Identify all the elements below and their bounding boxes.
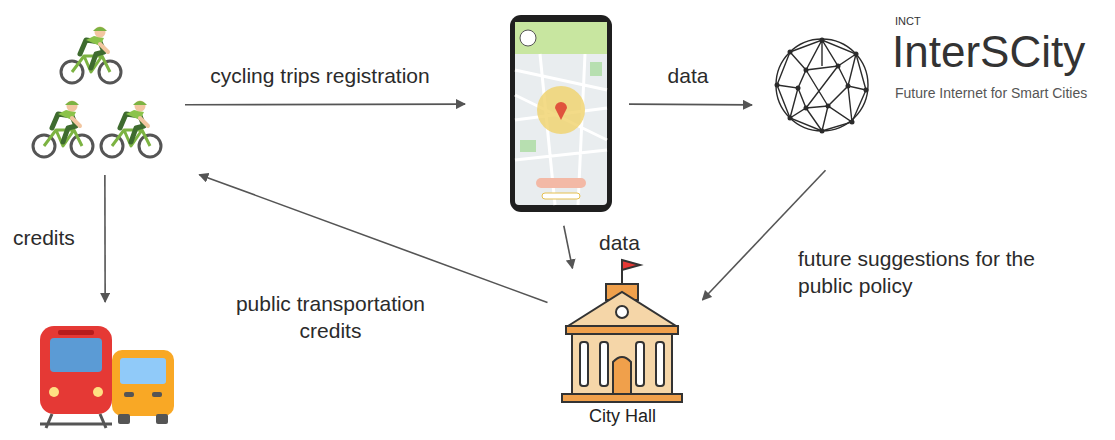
edge-label: future suggestions for the public policy — [795, 245, 1071, 300]
logo-subtitle: INCT — [895, 15, 921, 27]
edge-label: data — [596, 229, 643, 256]
edge-label: data — [665, 62, 712, 89]
arrow-connector — [199, 175, 547, 303]
arrow-connector — [629, 103, 752, 105]
arrow-connector — [104, 175, 106, 302]
edge-label: cycling trips registration — [207, 62, 432, 89]
city-hall: City Hall — [555, 282, 690, 437]
logo-tagline: Future Internet for Smart Cities — [895, 85, 1087, 101]
node-label: City Hall — [589, 406, 656, 427]
cyclists-icon — [28, 25, 173, 165]
transport-icon — [38, 322, 178, 430]
edge-label: public transportation credits — [205, 290, 456, 345]
phone-app — [505, 12, 617, 212]
arrow-connector — [185, 103, 465, 105]
interscity-logo: INCTInterSCityFuture Internet for Smart … — [770, 25, 1110, 150]
arrow-connector — [564, 226, 573, 269]
logo-title: InterSCity — [892, 27, 1085, 77]
edge-label: credits — [10, 224, 78, 251]
